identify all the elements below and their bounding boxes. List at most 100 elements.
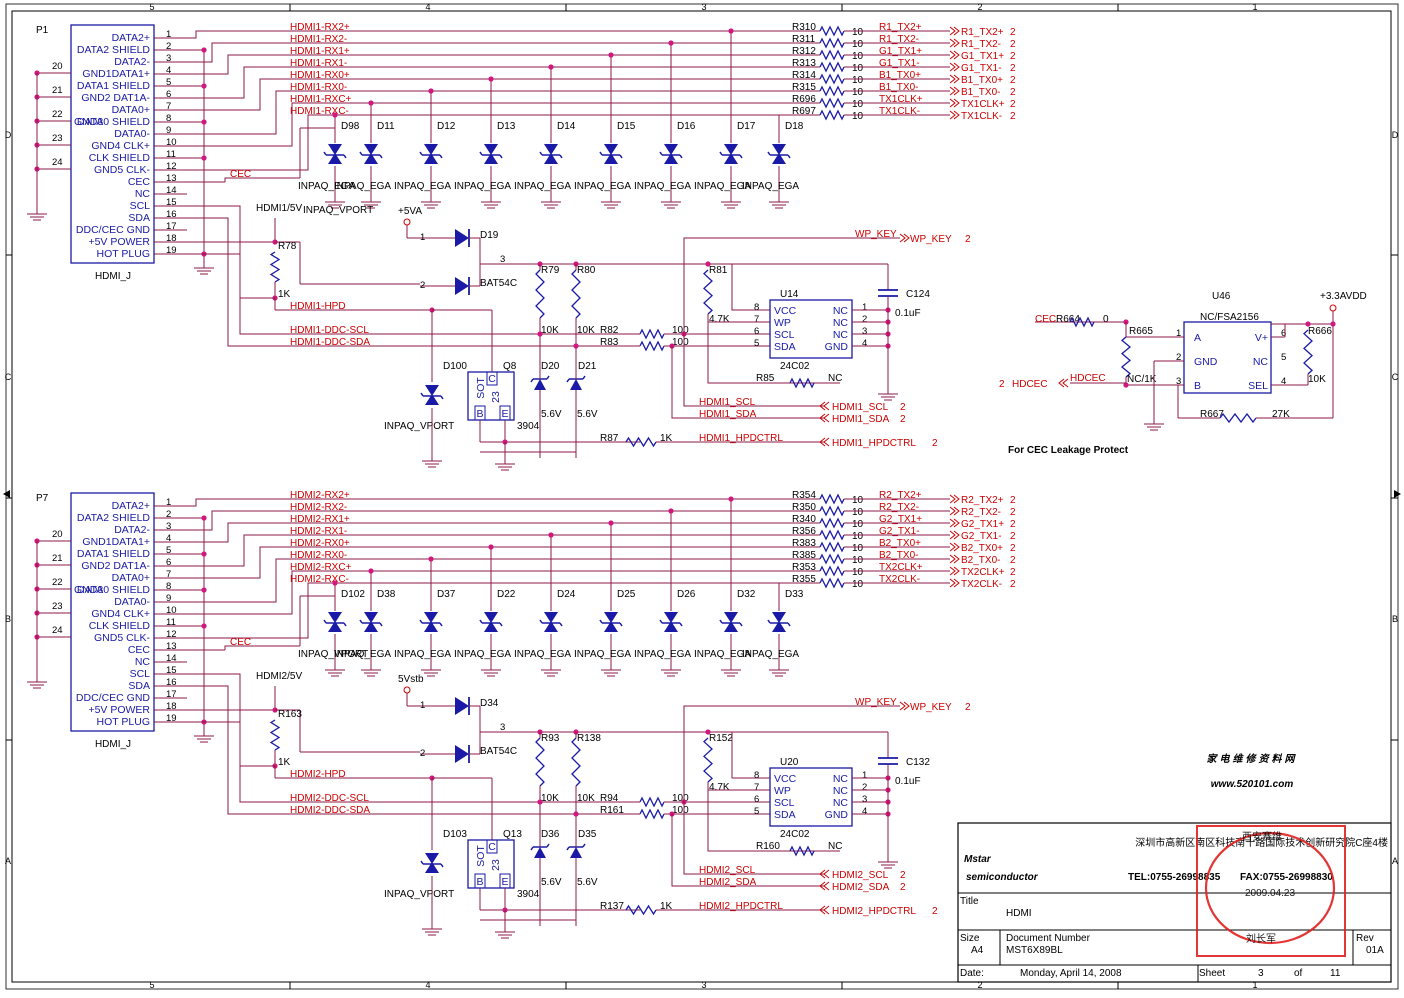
wire — [499, 154, 503, 159]
resistor-value: 100 — [672, 793, 689, 804]
arrow-head — [903, 701, 910, 711]
resistor-value: 10 — [852, 39, 864, 50]
resistor-value: 10 — [852, 579, 864, 590]
arrow-head — [949, 38, 956, 48]
pin-number: 2 — [420, 280, 425, 291]
port-label: TX2CLK- — [961, 579, 1002, 590]
diode-triangle — [724, 612, 738, 623]
resistor-zigzag — [819, 97, 845, 109]
ic-pin-number: 2 — [862, 314, 867, 325]
net-label-wp: WP_KEY — [855, 697, 897, 708]
port-label: HDMI2_HPDCTRL — [832, 906, 916, 917]
tvs-diode-symbol — [479, 144, 503, 164]
resistor-zigzag — [1120, 336, 1132, 378]
wire — [546, 843, 550, 848]
wire — [479, 151, 483, 156]
wire — [439, 622, 443, 627]
net-label-ddc: HDMI2-DDC-SCL — [290, 793, 369, 804]
ic-pin-number: 1 — [862, 770, 867, 781]
diode-ref: D22 — [497, 589, 516, 600]
ic-pin-number: 1 — [1176, 328, 1181, 339]
transistor-pin: E — [501, 876, 508, 888]
net-label-hpd: HDMI1-HPD — [290, 301, 346, 312]
port-label: R2_TX2- — [961, 507, 1001, 518]
diode-value: INPAQ_EGA — [394, 649, 451, 660]
ic-pin-name: GND — [825, 341, 849, 353]
resistor-value: 10 — [852, 543, 864, 554]
arrow-head — [953, 98, 960, 108]
diode-triangle — [604, 144, 618, 155]
wire — [187, 90, 820, 135]
diode-triangle — [455, 745, 469, 763]
watermark: 家电维修资料网 www.520101.com — [1207, 753, 1298, 790]
watermark-text: 家电维修资料网 — [1207, 753, 1298, 765]
tx-port-label: B2_TX0+2 — [961, 543, 1016, 554]
arrow-head — [953, 554, 960, 564]
connector-pin-name: GND1DATA1+ — [82, 68, 150, 80]
wire — [187, 114, 820, 171]
resistor-zigzag — [819, 541, 845, 553]
ic-pin-number: 2 — [862, 782, 867, 793]
wire — [420, 860, 424, 865]
net-label-ddc: HDMI1_SCL — [699, 397, 756, 408]
watermark-url: www.520101.com — [1211, 779, 1294, 790]
ground-symbol — [495, 458, 515, 471]
net-label-ddc: HDMI2-DDC-SDA — [290, 805, 370, 816]
net-label-cec: CEC — [230, 637, 251, 648]
resistor-zigzag — [819, 109, 845, 121]
junction-dot — [488, 544, 494, 550]
cec-note: For CEC Leakage Protect — [1008, 445, 1129, 456]
wire — [530, 378, 534, 383]
border-col-label: 1 — [1252, 2, 1257, 12]
transistor-pin: C — [488, 373, 496, 385]
connector-pin-number: 8 — [166, 113, 171, 124]
port-label: 2 — [932, 906, 938, 917]
resistor-ref: R666 — [1308, 326, 1332, 337]
port-label: 2 — [932, 438, 938, 449]
diode-ref: D25 — [617, 589, 636, 600]
diode-triangle — [424, 153, 438, 164]
ground-symbol — [1144, 418, 1164, 431]
junction-dot — [573, 343, 579, 349]
wire — [767, 619, 771, 624]
resistor-value: 10 — [852, 507, 864, 518]
ground-symbol — [721, 196, 741, 209]
resistor-zigzag — [819, 493, 845, 505]
connector-pin-number: 13 — [166, 173, 177, 184]
diode-ref: D13 — [497, 121, 516, 132]
connector-pin-name: GND4 CLK+ — [91, 140, 150, 152]
ground-symbol — [878, 856, 898, 869]
ic-pin-name: NC — [833, 785, 849, 797]
arrow-head — [949, 542, 956, 552]
pin-number: 1 — [420, 232, 425, 243]
port-arrow — [949, 98, 960, 108]
tx-port-label: TX1CLK-2 — [961, 111, 1016, 122]
ic-pin-number: 8 — [754, 302, 759, 313]
arrow-head — [949, 62, 956, 72]
wire — [224, 177, 300, 182]
wire — [239, 722, 275, 767]
port-label: B1_TX0- — [961, 87, 1000, 98]
ic-pin-name: GND — [1194, 356, 1218, 368]
resistor-zigzag — [571, 737, 581, 787]
company-logo-sub: semiconductor — [966, 872, 1039, 883]
resistor-value: 100 — [672, 325, 689, 336]
wire — [731, 264, 770, 311]
diode-triangle — [772, 612, 786, 623]
net-label-tx: TX1CLK- — [879, 106, 920, 117]
diode-triangle — [424, 621, 438, 632]
port-label: 2 — [1010, 543, 1016, 554]
transistor-value: 3904 — [517, 421, 540, 432]
diode-ref: D24 — [557, 589, 576, 600]
ic-pin-number: 4 — [862, 806, 867, 817]
ic-pin-number: 7 — [754, 782, 759, 793]
ic-pin-name: SDA — [774, 341, 796, 353]
resistor-symbol — [819, 61, 845, 73]
arrow-head — [953, 494, 960, 504]
wire — [659, 619, 663, 624]
wire — [440, 395, 444, 400]
junction-dot — [201, 515, 207, 521]
wire — [187, 30, 820, 39]
